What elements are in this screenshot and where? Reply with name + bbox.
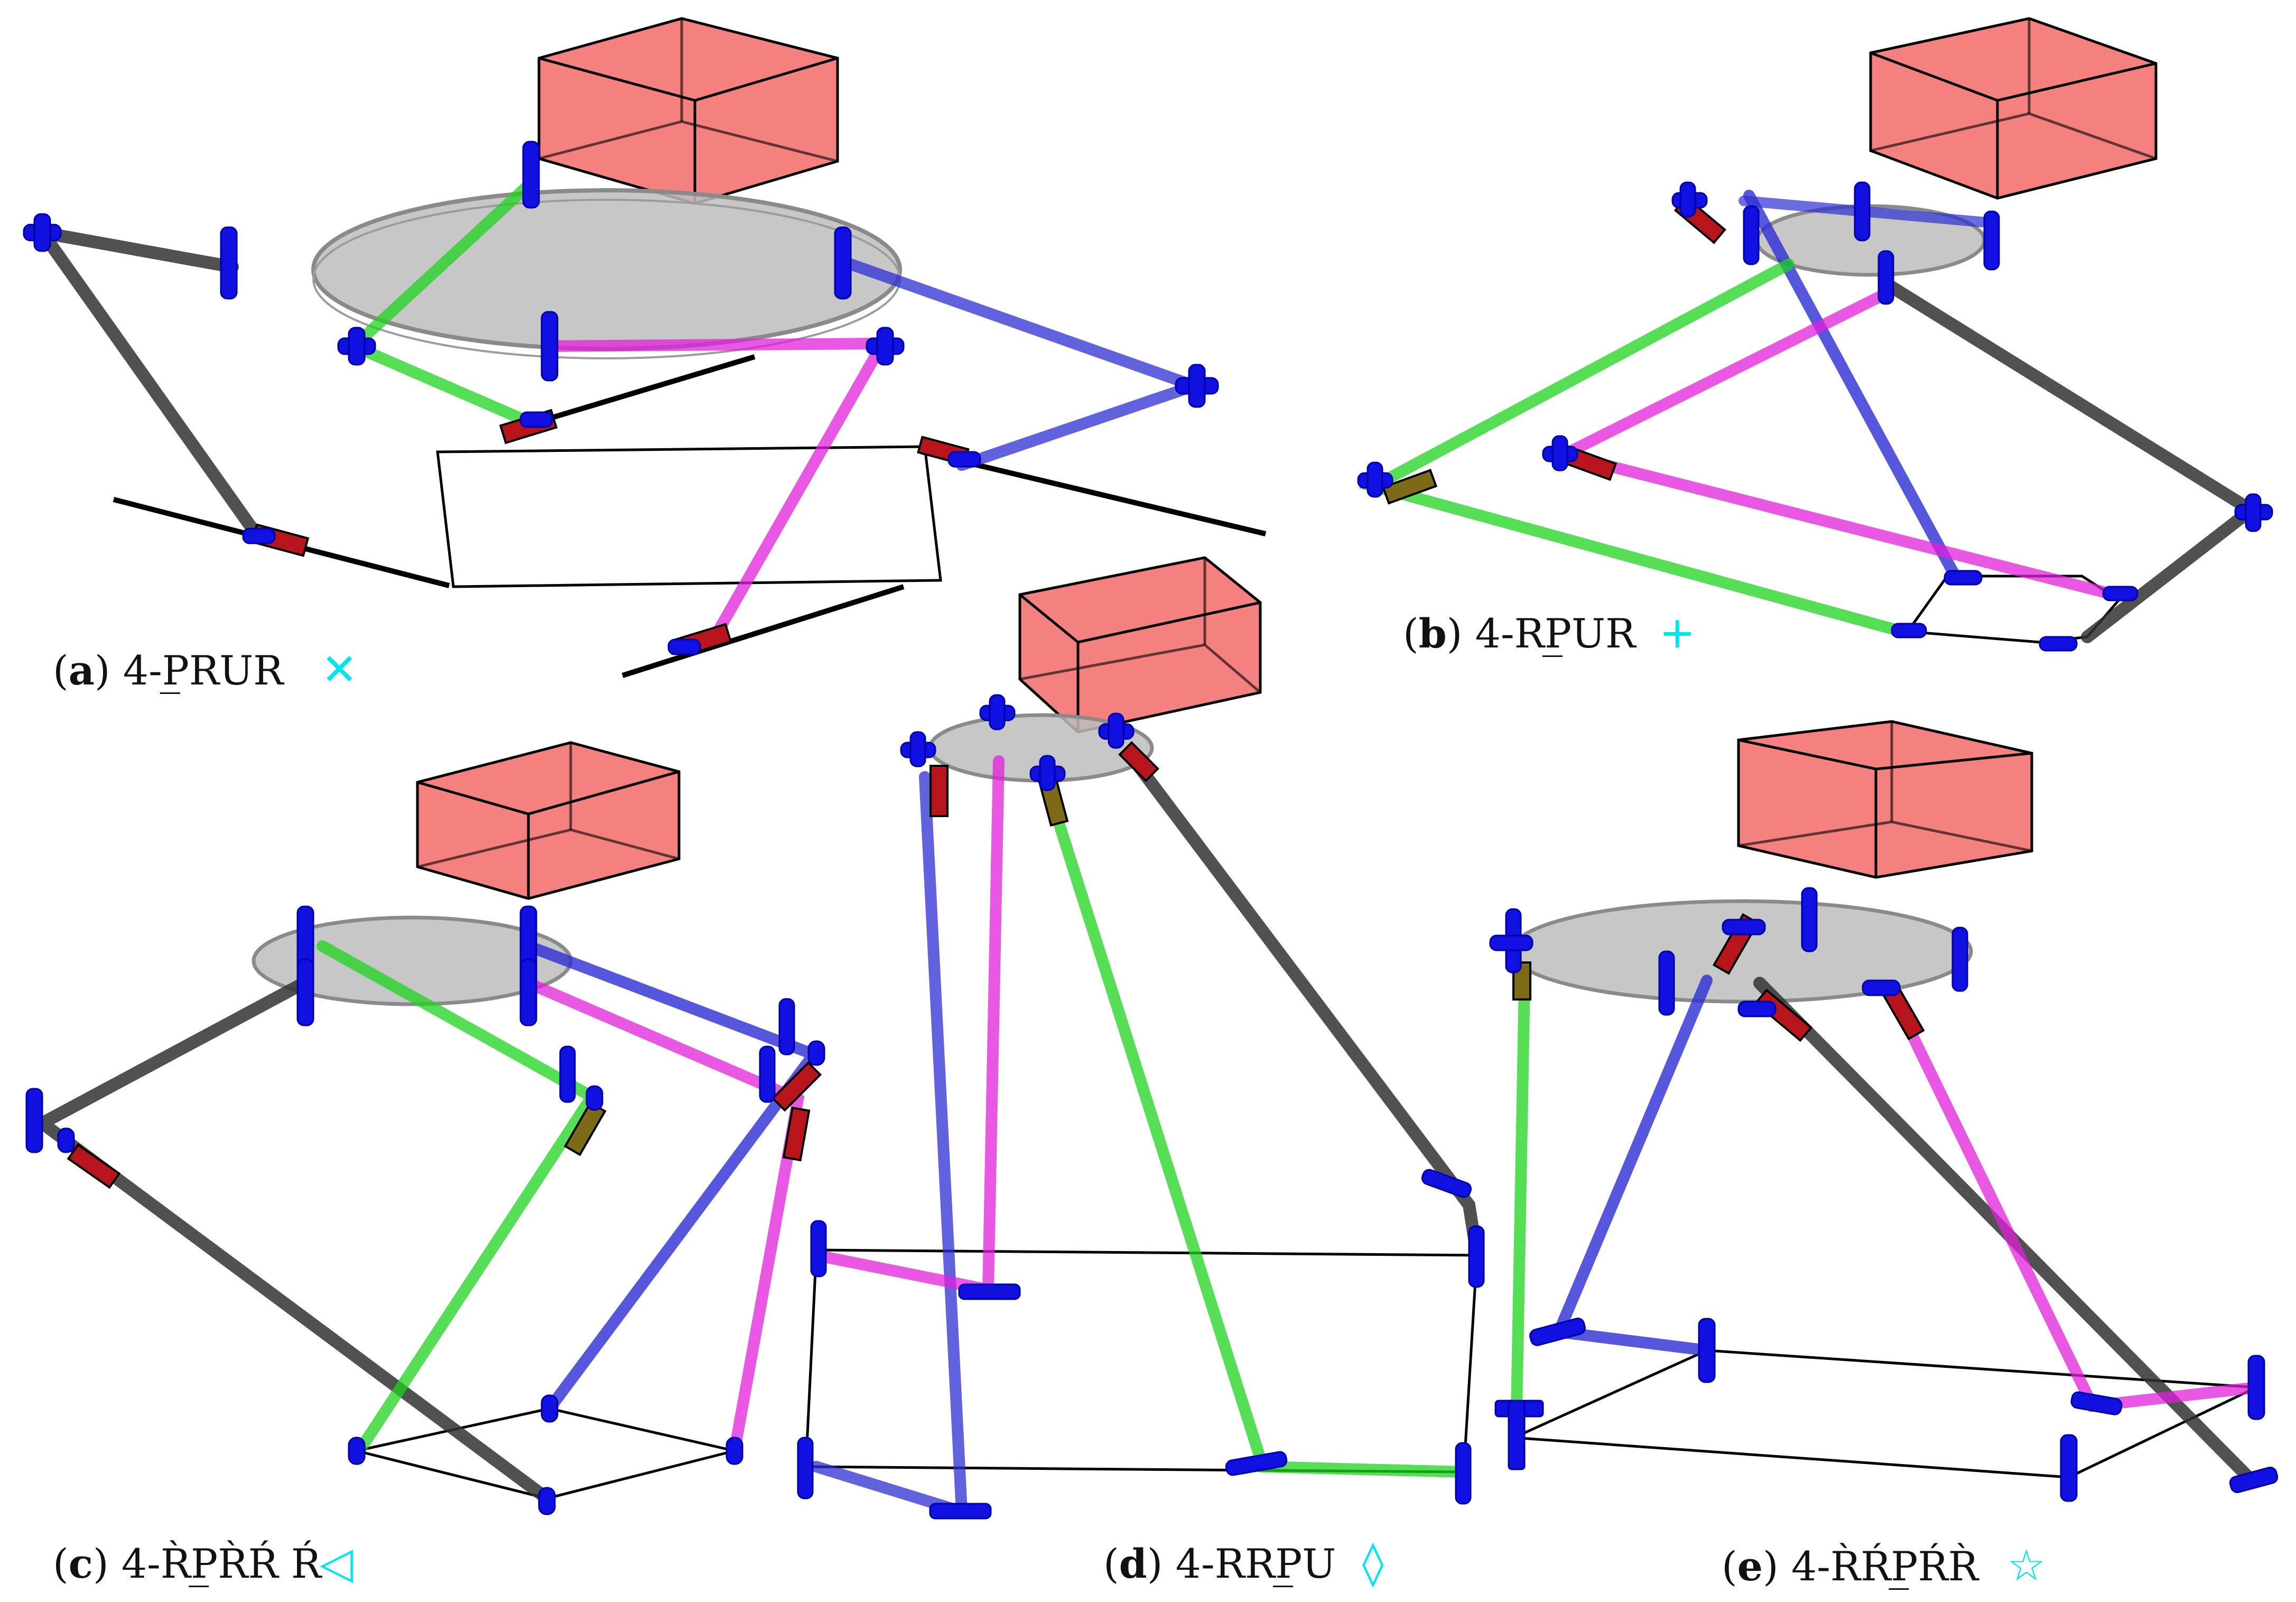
svg-text:(b) 4-RP̲UR: (b) 4-RP̲UR [1403,610,1637,657]
svg-text:(a) 4-P̲RUR: (a) 4-P̲RUR [53,647,285,694]
caption-c: (c) 4-R̀P̲R̀Ŕ Ŕ ◁ [53,1538,353,1588]
triangle-left-icon: ◁ [320,1538,353,1588]
caption-b: (b) 4-RP̲UR + [1403,608,1696,658]
base-quad-c [356,1407,735,1500]
panel-e [1489,720,2279,1502]
caption-c-label: c [69,1540,93,1587]
workspace-box-b [1869,17,2158,200]
caption-a-label: a [69,647,95,694]
workspace-box-e [1737,720,2033,879]
workspace-box-d [1018,556,1262,734]
caption-d: (d) 4-RRP̲U ◊ [1103,1538,1384,1588]
joints-a [23,141,1219,655]
joints-b [1357,181,2273,652]
workspace-box-a [537,17,839,205]
caption-a: (a) 4-P̲RUR ✕ [53,645,358,695]
caption-e-label: e [1737,1543,1763,1590]
star-icon: ☆ [2007,1541,2046,1591]
caption-d-name: 4-RRP̲U [1176,1540,1336,1587]
panel-d [797,556,1485,1520]
caption-e-name: 4-R̀ŔP̲ŔR̀ [1791,1542,1980,1590]
moving-platform-a [311,188,902,351]
svg-text:(e) 4-R̀ŔP̲ŔR̀: (e) 4-R̀ŔP̲ŔR̀ [1722,1542,1980,1590]
plus-icon: + [1659,608,1696,658]
panel-c [25,741,825,1515]
prismatic-joints-d [929,741,1159,827]
workspace-box-c [416,741,681,900]
diamond-icon: ◊ [1362,1538,1384,1588]
legs-c [30,940,823,1505]
prismatic-joints-c [67,1061,822,1189]
svg-text:(d) 4-RRP̲U: (d) 4-RRP̲U [1103,1540,1336,1587]
caption-c-name: 4-R̀P̲R̀Ŕ Ŕ [122,1540,323,1587]
caption-e: (e) 4-R̀ŔP̲ŔR̀ ☆ [1722,1541,2046,1591]
panel-a [23,17,1267,678]
joints-e [1489,887,2279,1502]
caption-d-label: d [1119,1540,1147,1587]
caption-b-label: b [1419,610,1447,657]
base-quad-a [436,445,942,588]
svg-text:(c) 4-R̀P̲R̀Ŕ Ŕ: (c) 4-R̀P̲R̀Ŕ Ŕ [53,1540,323,1587]
panel-b [1357,17,2273,652]
caption-a-name: 4-P̲RUR [123,647,285,694]
base-quad-d [804,1248,1479,1474]
caption-b-name: 4-RP̲UR [1475,610,1637,657]
cross-x-icon: ✕ [321,645,358,695]
joints-c [25,905,825,1515]
legs-d [811,749,1483,1520]
joints-d [797,694,1485,1520]
legs-e [1511,975,2262,1486]
